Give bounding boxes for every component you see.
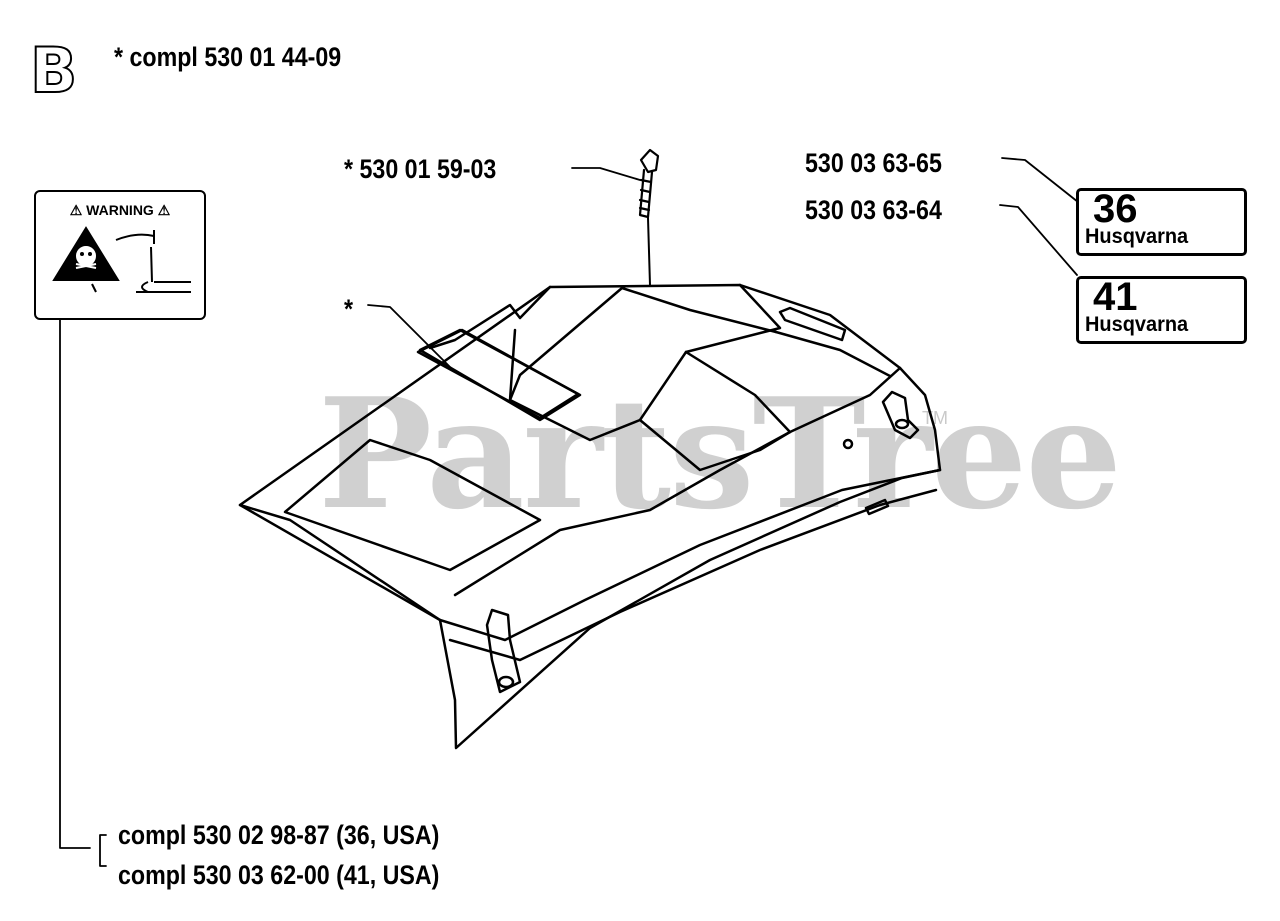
cover-outline xyxy=(238,283,942,750)
mount-tab-right xyxy=(881,390,920,440)
cover-part-star: * xyxy=(344,294,354,324)
leader-decal-36 xyxy=(1001,157,1079,203)
leader-bolt xyxy=(571,167,641,181)
bolt-part-label: * 530 01 59-03 xyxy=(344,154,497,184)
watermark: PartsTree xyxy=(318,364,1122,543)
cover-hole xyxy=(842,438,854,450)
chain-bar-icon xyxy=(115,230,191,293)
compl-label-41: compl 530 03 62-00 (41, USA) xyxy=(118,860,440,890)
decal-36: 36 Husqvarna xyxy=(1076,188,1247,256)
bolt xyxy=(638,148,660,219)
section-letter: B xyxy=(29,34,78,107)
leader-cover xyxy=(367,304,456,373)
decal-41-brand: Husqvarna xyxy=(1085,313,1189,336)
mount-tab-left xyxy=(485,608,522,694)
cover-latch xyxy=(778,306,847,342)
compl-label-36: compl 530 02 98-87 (36, USA) xyxy=(118,820,440,850)
cover-slot xyxy=(864,498,890,516)
bolt-axis-line xyxy=(647,217,651,286)
decal-36-brand: Husqvarna xyxy=(1085,225,1189,248)
warning-decal-graphic xyxy=(52,226,191,293)
warning-decal-title: ⚠ WARNING ⚠ xyxy=(69,202,171,218)
leader-warning-bracket xyxy=(59,317,91,849)
decal-41-part-label: 530 03 63-64 xyxy=(805,195,942,225)
decal-36-number: 36 xyxy=(1093,187,1138,231)
watermark-trademark: TM xyxy=(922,408,948,428)
cover-ridge xyxy=(428,285,552,350)
compl-label-top: * compl 530 01 44-09 xyxy=(114,42,342,72)
bracket-compl xyxy=(99,834,107,867)
decal-36-part-label: 530 03 63-65 xyxy=(805,148,942,178)
decal-41: 41 Husqvarna xyxy=(1076,276,1247,344)
cover-skirt xyxy=(438,468,942,642)
cover-panel-left xyxy=(283,438,542,572)
decal-41-number: 41 xyxy=(1093,275,1138,319)
warning-decal: ⚠ WARNING ⚠ xyxy=(34,190,206,320)
leader-decal-41 xyxy=(999,204,1078,276)
